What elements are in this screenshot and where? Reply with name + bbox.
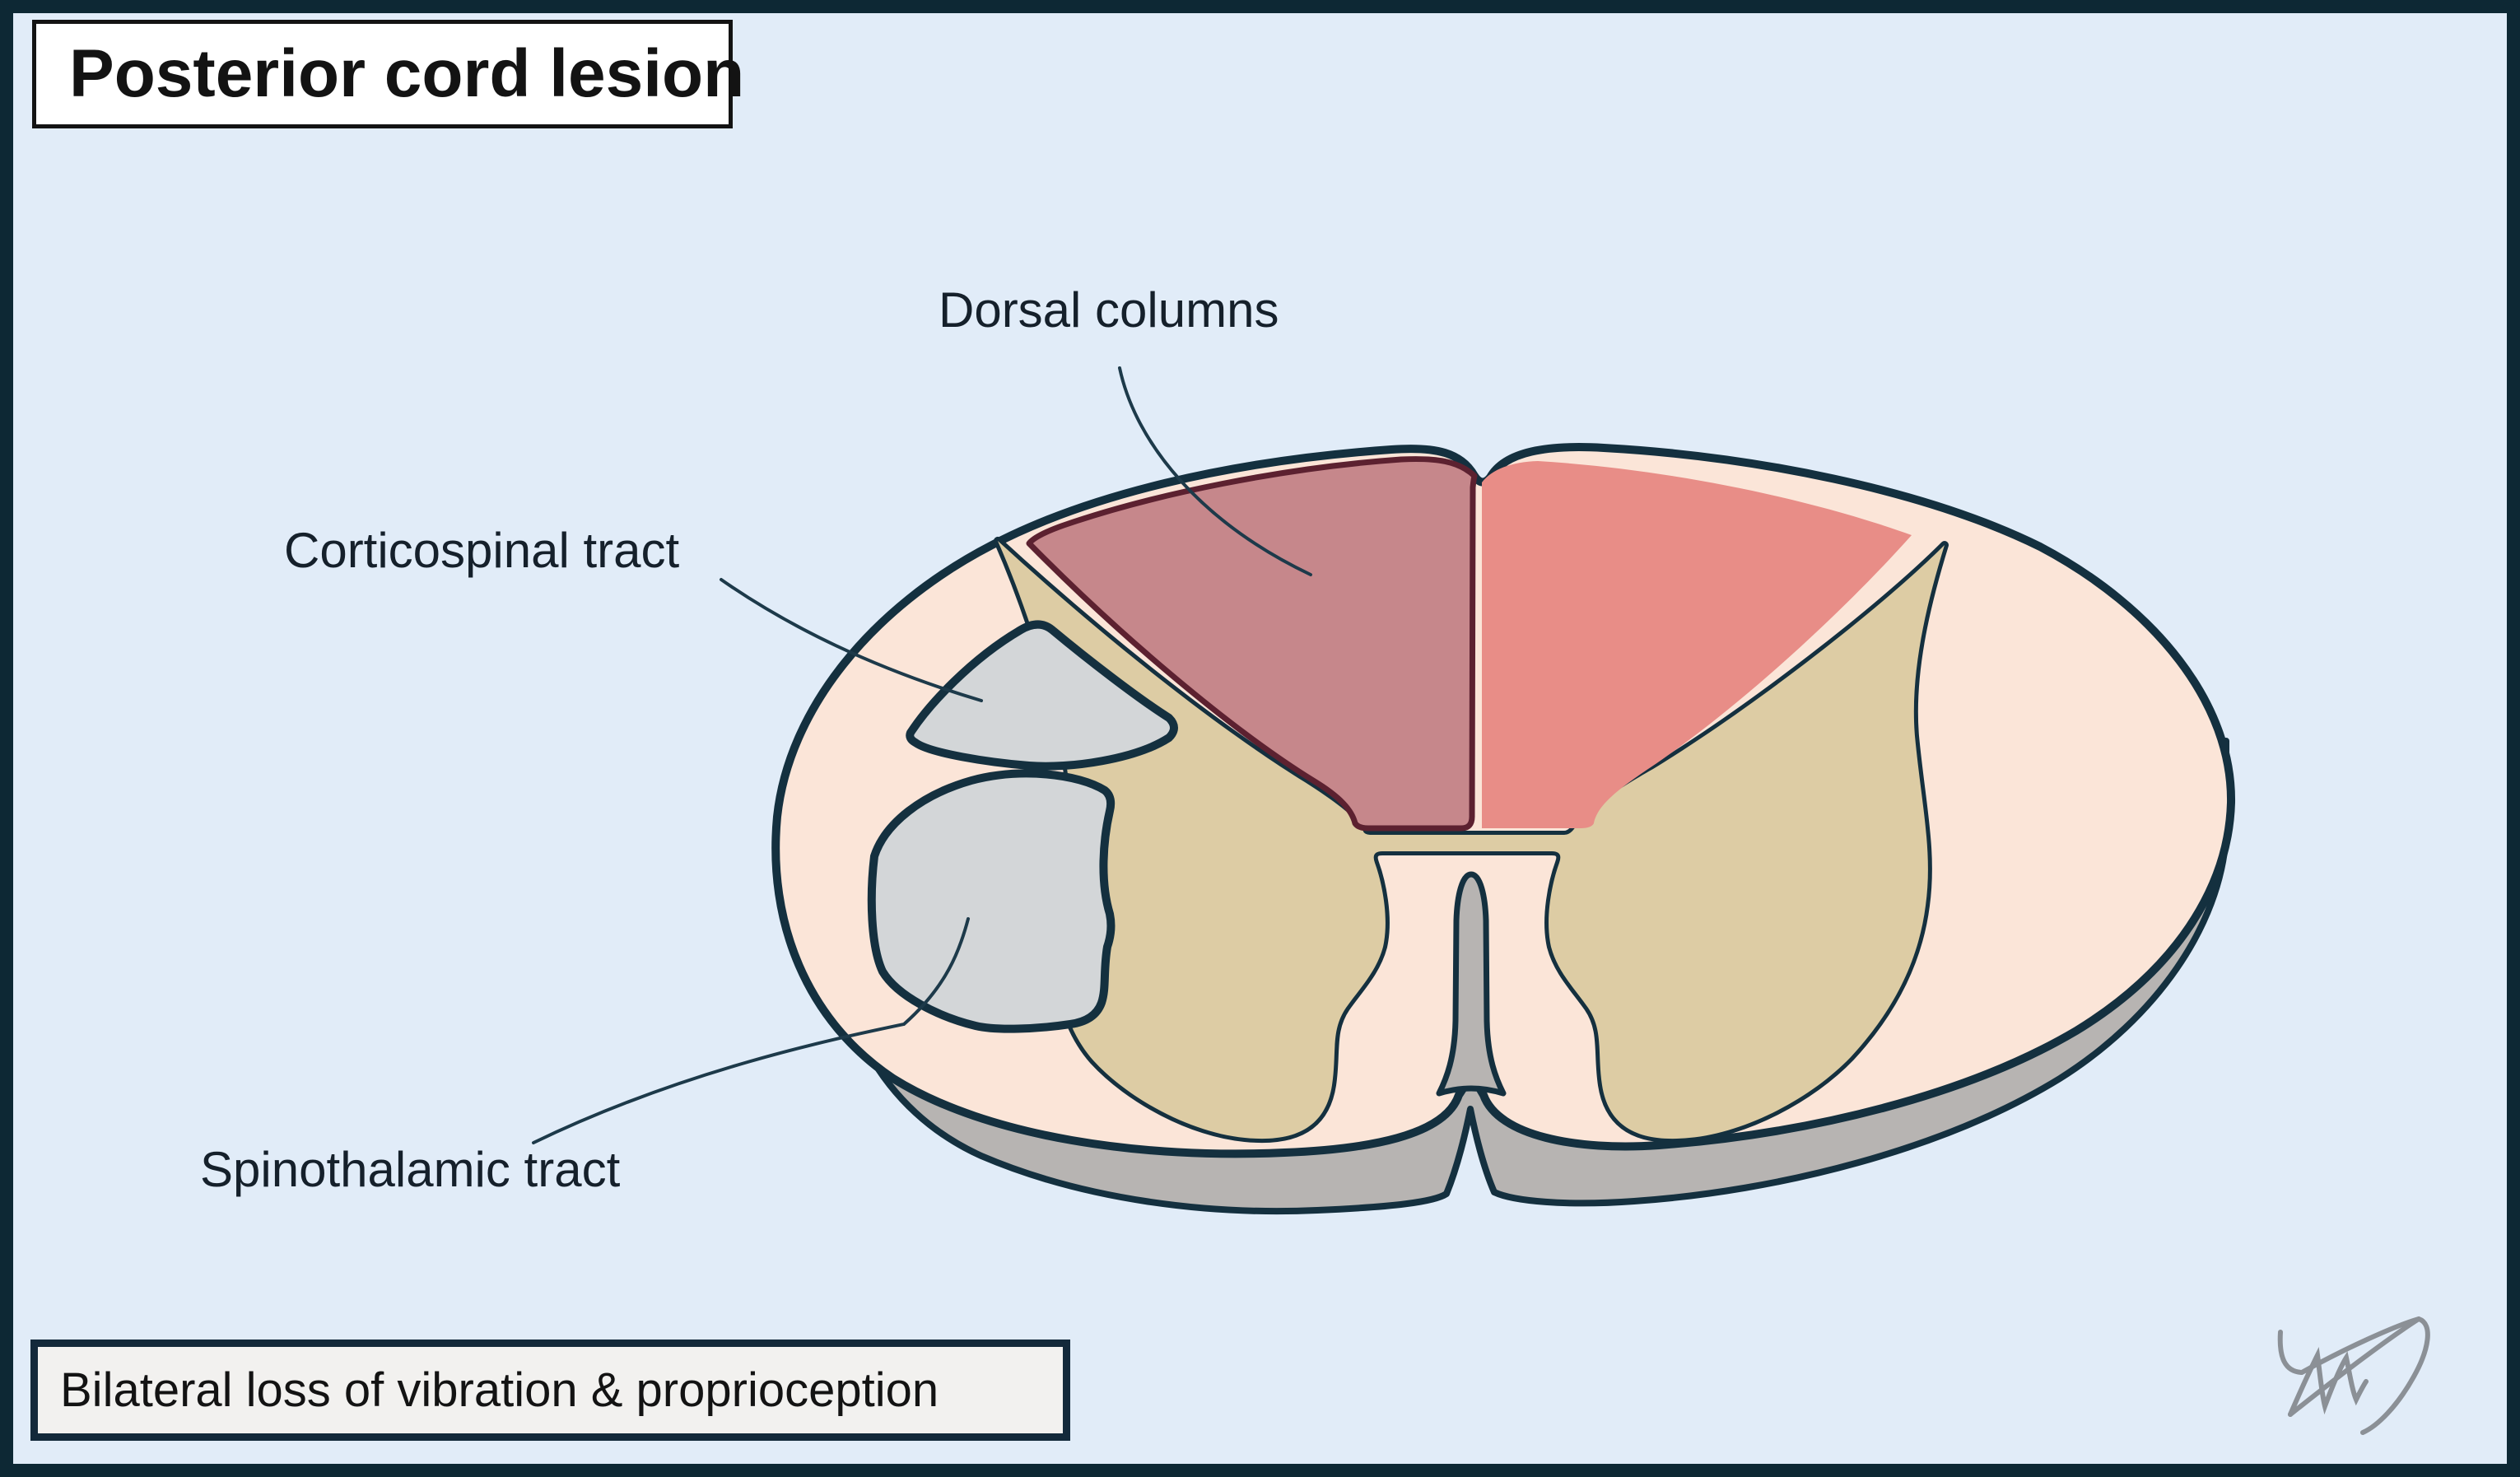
label-corticospinal-tract: Corticospinal tract — [284, 523, 680, 578]
spinothalamic-tract-region — [867, 769, 1116, 1033]
gray-matter-fill-fix — [998, 541, 1945, 1139]
title-box: Posterior cord lesion — [32, 20, 744, 128]
signature-stroke-3 — [2288, 1316, 2421, 1417]
dorsal-column-right-highlight — [1482, 461, 1912, 828]
leader-line-spinothalamic — [532, 917, 970, 1144]
signature-scribble — [2277, 1316, 2430, 1435]
page-title: Posterior cord lesion — [69, 36, 745, 111]
signature-stroke-1 — [2277, 1316, 2430, 1435]
dorsal-column-left-lesion — [1026, 456, 1478, 832]
label-dorsal-columns: Dorsal columns — [939, 282, 1279, 338]
caption-text: Bilateral loss of vibration & propriocep… — [60, 1363, 939, 1417]
anterior-median-fissure — [1436, 871, 1507, 1097]
corticospinal-tract-region — [906, 620, 1178, 771]
caption-box: Bilateral loss of vibration & propriocep… — [30, 1340, 1070, 1441]
leader-line-dorsal-columns — [1118, 366, 1312, 576]
label-spinothalamic-tract: Spinothalamic tract — [200, 1142, 621, 1197]
leader-line-corticospinal — [720, 578, 983, 702]
